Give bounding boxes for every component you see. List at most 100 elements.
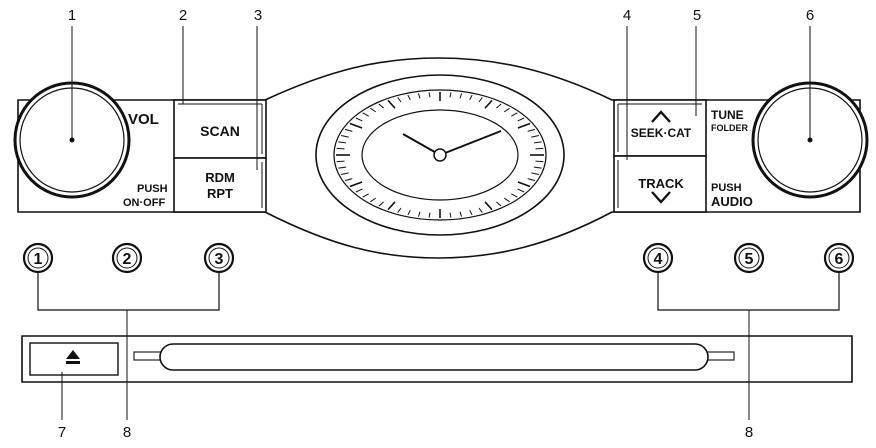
clock-tick xyxy=(503,197,510,203)
clock-tick xyxy=(478,207,483,213)
clock-tick xyxy=(338,166,347,169)
clock-tick xyxy=(469,209,473,216)
clock-tick xyxy=(517,181,531,188)
callout-8-right: 8 xyxy=(745,424,753,441)
preset-3-label: 3 xyxy=(215,251,224,268)
clock-tick xyxy=(503,107,510,113)
clock-tick xyxy=(355,188,363,193)
preset-button-6[interactable]: 6 xyxy=(823,242,855,274)
clock-tick xyxy=(496,103,502,109)
preset-6-label: 6 xyxy=(835,251,844,268)
eject-button[interactable] xyxy=(29,342,119,376)
vol-label: VOL xyxy=(128,111,159,128)
preset-button-4[interactable]: 4 xyxy=(642,242,674,274)
callout-4: 4 xyxy=(623,7,631,24)
clock-tick xyxy=(344,128,353,132)
clock-tick xyxy=(469,94,473,101)
callout-6: 6 xyxy=(806,7,814,24)
clock-tick xyxy=(428,212,431,218)
clock-tick xyxy=(527,128,536,132)
clock-tick xyxy=(340,172,349,175)
preset-1-label: 1 xyxy=(34,251,43,268)
clock-tick xyxy=(336,147,345,150)
seek-cat-label: SEEK·CAT xyxy=(631,126,692,140)
track-label: TRACK xyxy=(638,176,684,191)
folder-label: FOLDER xyxy=(711,123,748,133)
clock-tick xyxy=(527,178,536,182)
cd-slot-panel xyxy=(21,335,853,383)
preset-button-2[interactable]: 2 xyxy=(111,242,143,274)
clock-tick xyxy=(535,160,544,163)
preset-bracket-right xyxy=(657,273,840,311)
analog-clock-icon xyxy=(315,74,565,236)
callout-7: 7 xyxy=(58,424,66,441)
rpt-label: RPT xyxy=(207,186,233,201)
clock-tick xyxy=(397,207,402,213)
clock-tick-marks xyxy=(336,92,544,218)
clock-tick xyxy=(338,141,347,144)
clock-tick xyxy=(362,193,369,198)
clock-tick xyxy=(517,188,525,193)
callout-3: 3 xyxy=(254,7,262,24)
clock-tick xyxy=(496,201,502,207)
clock-tick xyxy=(340,135,349,138)
push-label-right: PUSH xyxy=(711,182,742,194)
tune-label: TUNE xyxy=(711,108,744,122)
clock-hour-hand xyxy=(402,133,441,156)
clock-tick xyxy=(511,193,518,198)
preset-bracket-left xyxy=(37,273,220,311)
scan-button[interactable]: SCAN xyxy=(173,99,267,159)
clock-tick xyxy=(407,209,411,216)
callout-2: 2 xyxy=(179,7,187,24)
clock-tick xyxy=(533,141,542,144)
clock-tick xyxy=(387,99,396,109)
preset-5-label: 5 xyxy=(745,251,754,268)
preset-2-label: 2 xyxy=(123,251,132,268)
clock-tick xyxy=(484,99,493,109)
clock-tick xyxy=(531,135,540,138)
clock-tick xyxy=(428,92,431,98)
clock-tick xyxy=(449,212,452,218)
seek-cat-button[interactable]: SEEK·CAT xyxy=(613,99,707,157)
clock-tick xyxy=(459,93,463,99)
cd-insertion-slot xyxy=(133,343,735,371)
clock-tick xyxy=(533,166,542,169)
clock-tick xyxy=(517,122,531,129)
clock-tick xyxy=(355,117,363,122)
faceplate-outline xyxy=(17,57,861,259)
preset-button-1[interactable]: 1 xyxy=(22,242,54,274)
clock-tick xyxy=(417,93,421,99)
rdm-rpt-button[interactable]: RDM RPT xyxy=(173,157,267,213)
eject-icon xyxy=(66,350,80,359)
clock-tick xyxy=(478,97,483,103)
callout-5: 5 xyxy=(693,7,701,24)
callout-1: 1 xyxy=(68,7,76,24)
clock-tick xyxy=(344,178,353,182)
clock-tick xyxy=(370,197,377,203)
scan-label: SCAN xyxy=(200,123,240,139)
clock-tick xyxy=(349,181,363,188)
clock-tick xyxy=(484,201,493,211)
clock-tick xyxy=(370,107,377,113)
clock-tick xyxy=(459,211,463,217)
clock-tick xyxy=(531,172,540,175)
chevron-up-icon xyxy=(651,110,671,123)
chevron-down-icon xyxy=(651,191,671,204)
clock-minute-hand xyxy=(439,130,502,156)
clock-tick xyxy=(378,103,384,109)
preset-button-5[interactable]: 5 xyxy=(733,242,765,274)
preset-4-label: 4 xyxy=(654,251,663,268)
preset-button-3[interactable]: 3 xyxy=(203,242,235,274)
push-label-left: PUSH xyxy=(137,183,168,195)
audio-label: AUDIO xyxy=(711,194,753,209)
clock-tick xyxy=(349,122,363,129)
track-button[interactable]: TRACK xyxy=(613,155,707,213)
clock-tick xyxy=(362,112,369,117)
clock-tick xyxy=(417,211,421,217)
callout-8-left: 8 xyxy=(123,424,131,441)
clock-tick xyxy=(535,147,544,150)
clock-tick xyxy=(336,160,345,163)
clock-tick xyxy=(517,117,525,122)
